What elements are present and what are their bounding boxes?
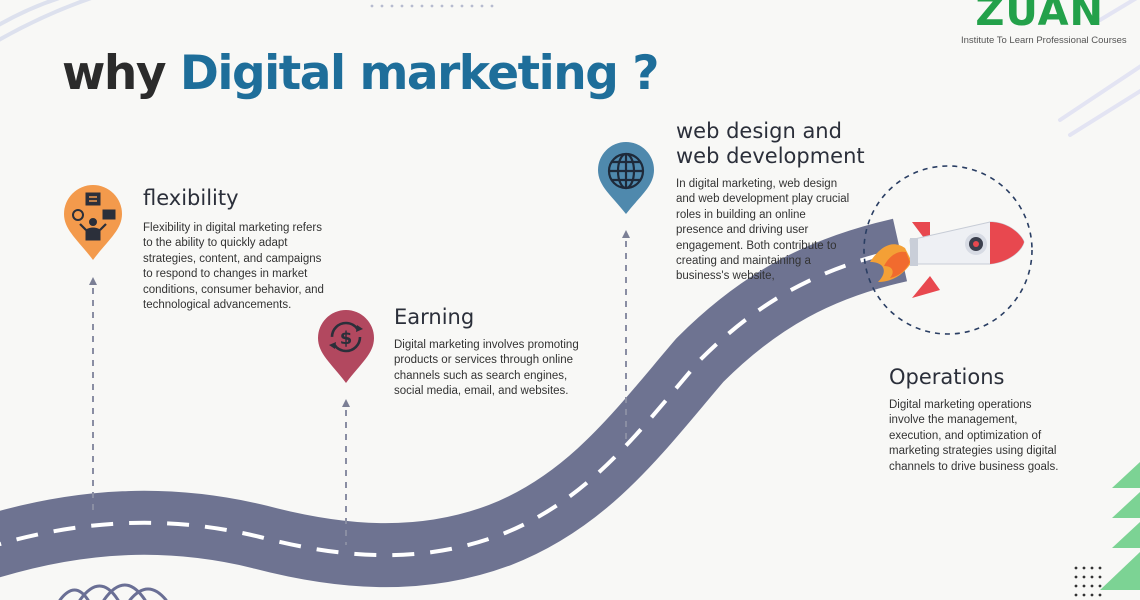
connector-earning	[342, 399, 350, 545]
flexibility-description: Flexibility in digital marketing refers …	[143, 222, 324, 312]
decorative-dots-bottom-right	[1074, 566, 1102, 597]
web-heading-line1: web design and	[676, 119, 842, 143]
earning-heading: Earning	[394, 305, 475, 329]
flexibility-heading: flexibility	[143, 186, 239, 210]
decorative-scribble-top-right	[1058, 0, 1140, 137]
pin-flexibility	[63, 184, 122, 260]
pin-web	[598, 142, 654, 214]
pin-earning: $	[318, 310, 374, 383]
brand-logo: ZUAN	[975, 0, 1104, 35]
decorative-scribble-bottom	[58, 583, 168, 600]
road	[0, 218, 908, 588]
rocket-icon	[870, 221, 1025, 298]
rocket-orbit-ring	[863, 165, 1033, 335]
web-heading-line2: web development	[676, 144, 865, 168]
title-accent: Digital marketing ?	[179, 46, 660, 101]
connector-web	[622, 230, 630, 440]
earning-description: Digital marketing involves promoting pro…	[394, 339, 579, 398]
svg-text:$: $	[340, 328, 353, 349]
decorative-scribble-top-left	[0, 0, 92, 42]
page-title: why Digital marketing ?	[62, 46, 660, 101]
globe-icon	[607, 152, 645, 190]
connector-flexibility	[89, 277, 97, 510]
dollar-cycle-icon: $	[329, 321, 363, 353]
title-prefix: why	[62, 46, 167, 101]
operations-heading: Operations	[889, 365, 1005, 389]
decorative-green-shapes	[1100, 462, 1140, 590]
brand-tagline: Institute To Learn Professional Courses	[961, 35, 1127, 46]
strategy-person-icon	[72, 192, 116, 241]
decorative-dots-top	[370, 4, 494, 8]
web-description: In digital marketing, web design and web…	[676, 178, 850, 283]
operations-description: Digital marketing operations involve the…	[889, 399, 1059, 473]
